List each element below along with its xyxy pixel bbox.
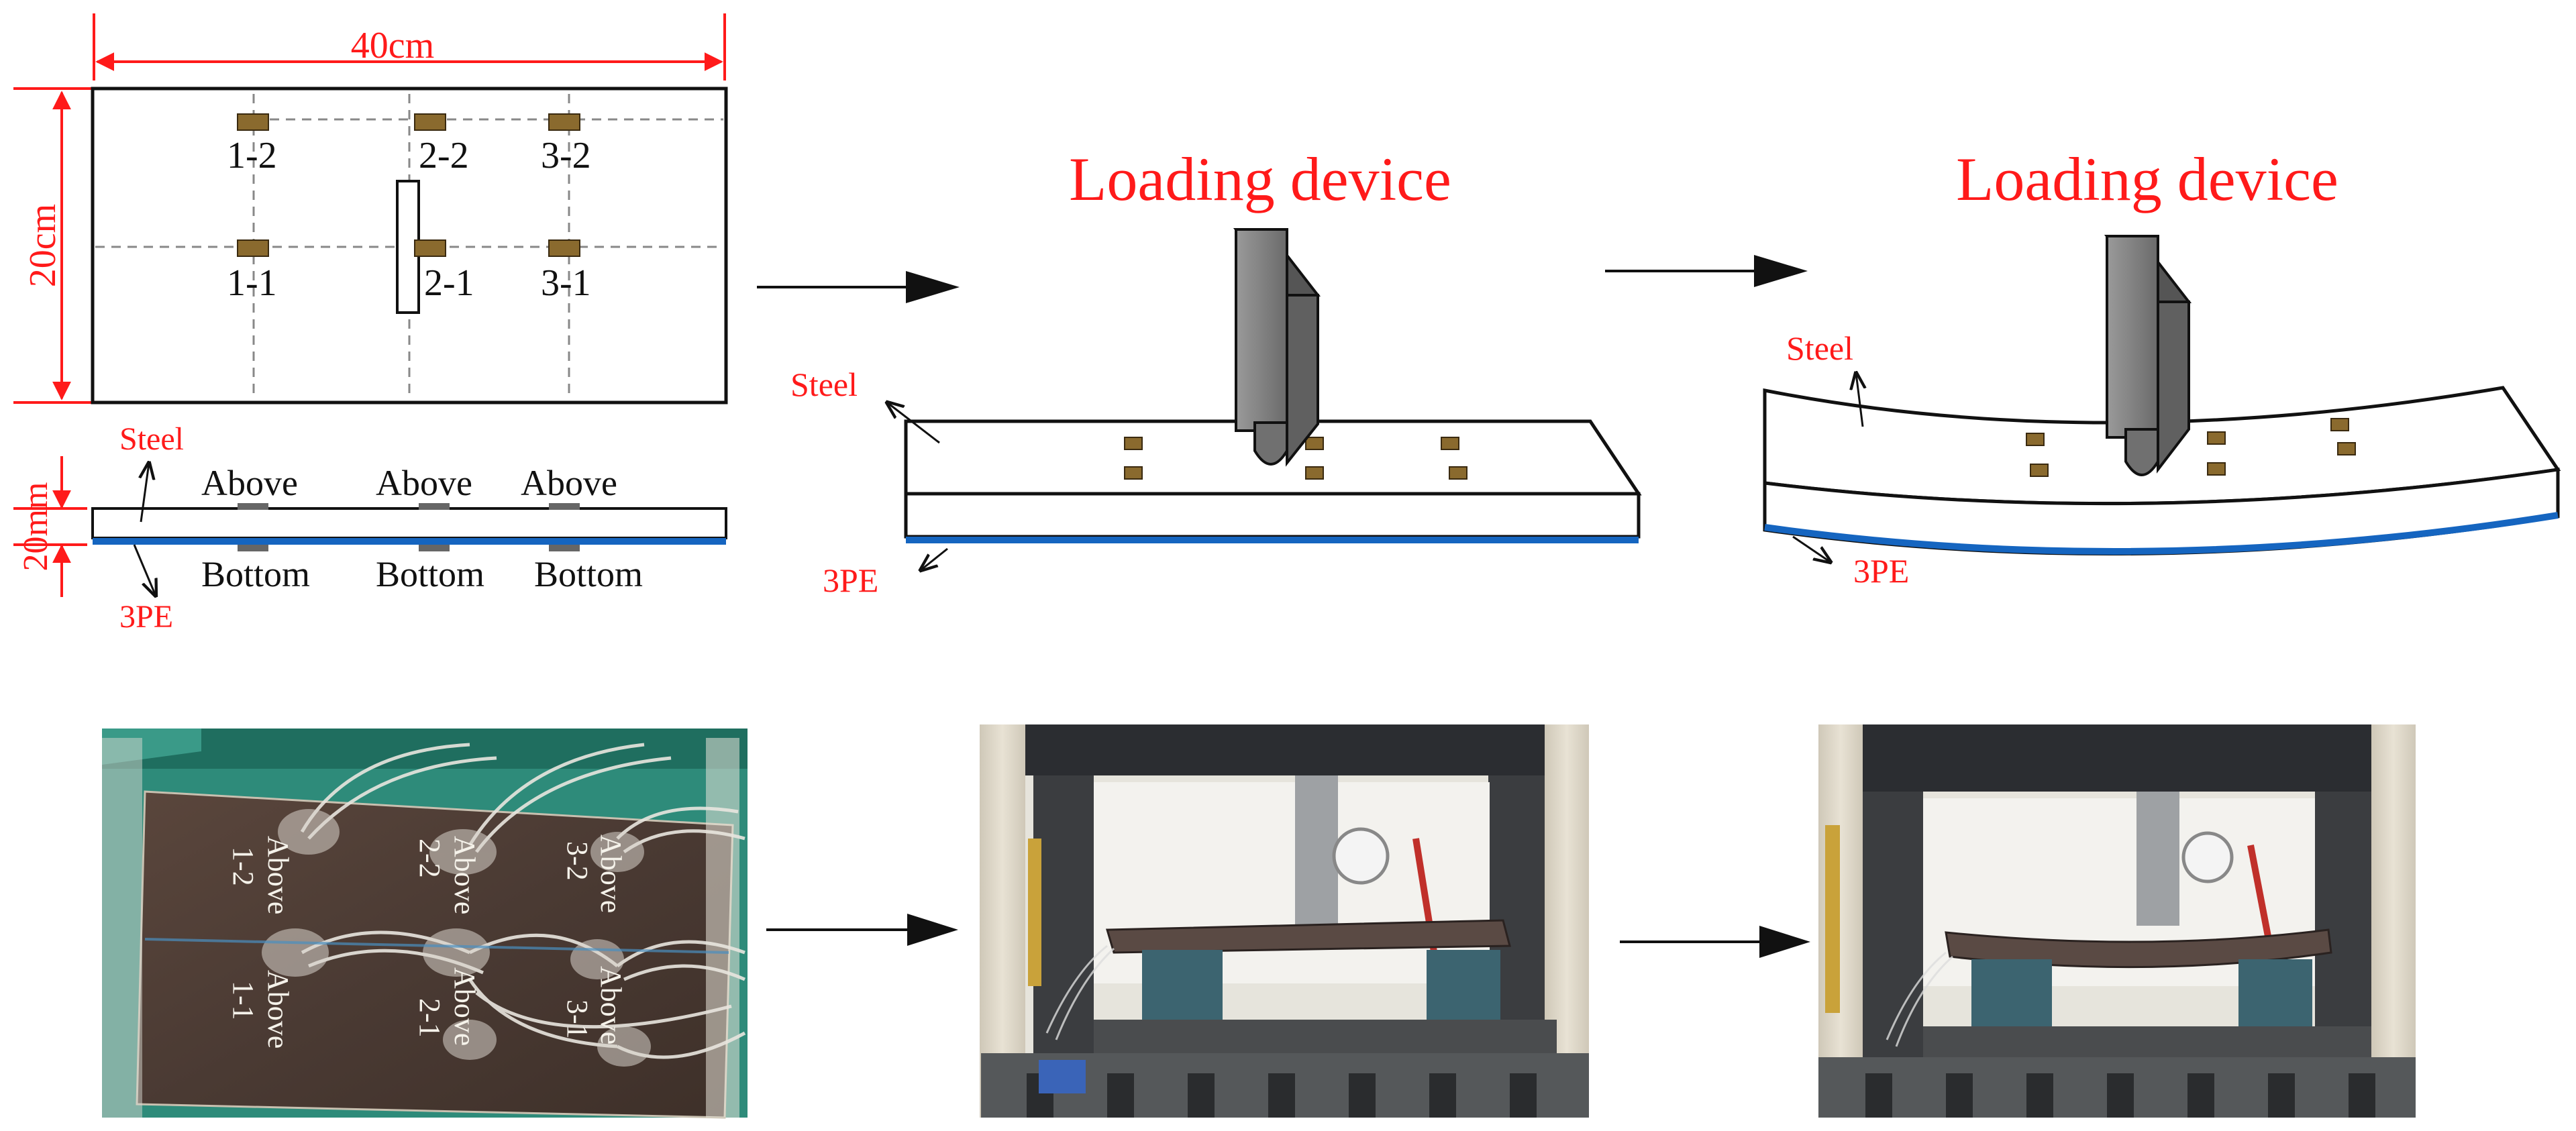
pe-label: 3PE — [1853, 552, 1909, 590]
strain-gauge-icon — [548, 239, 580, 257]
flow-arrows-bottom — [766, 914, 1810, 958]
pe-pointer-arrow — [921, 547, 948, 570]
strain-gauge-icon — [414, 239, 446, 257]
strain-gauge-icon — [549, 503, 580, 510]
pe-layer-section — [93, 538, 726, 545]
gauge-photo-id: 1-2 — [227, 847, 260, 886]
gauge-label: 2-2 — [419, 135, 469, 176]
flow-arrows-top — [757, 255, 1808, 303]
strain-gauge-icon — [1124, 466, 1143, 480]
strain-gauge-icon — [2330, 418, 2349, 431]
steel-plate-front — [904, 492, 1641, 539]
steel-pointer-arrow — [1856, 373, 1863, 427]
plate-outline — [91, 87, 728, 405]
strain-gauge-icon — [2337, 442, 2356, 455]
above-label: Above — [376, 463, 472, 503]
arrow-right-icon — [907, 914, 958, 946]
bottom-label: Bottom — [201, 554, 310, 594]
loading-device-title: Loading device — [1069, 145, 1451, 213]
gauge-photo-side: Above — [262, 970, 295, 1048]
pe-label: 3PE — [823, 561, 878, 599]
gauge-label: 1-1 — [227, 262, 277, 304]
gauge-photo-id: 2-1 — [413, 998, 446, 1038]
loading-device-title: Loading device — [1956, 145, 2338, 213]
loading-stage-flat: Loading device Steel 3PE — [790, 145, 1642, 599]
arrow-right-icon — [1754, 255, 1808, 287]
gauge-photo-id: 3-1 — [561, 1000, 594, 1039]
strain-gauge-icon — [237, 239, 269, 257]
strain-gauges — [237, 113, 580, 257]
bottom-label: Bottom — [376, 554, 484, 594]
pe-pointer-arrow — [1792, 535, 1831, 562]
plan-view: 40cm 20cm 1-2 2-2 3-2 — [13, 13, 728, 405]
pe-layer — [906, 537, 1639, 543]
gauge-photo-side: Above — [448, 967, 481, 1046]
strain-gauge-icon — [238, 503, 268, 510]
gauge-photo-side: Above — [262, 836, 295, 914]
strain-gauge-icon — [549, 545, 580, 551]
gauge-photo-id: 2-2 — [413, 839, 446, 878]
strain-gauge-icon — [1449, 466, 1467, 480]
loading-device-icon — [2104, 235, 2192, 476]
steel-label: Steel — [119, 421, 184, 457]
strain-gauge-icon — [1305, 466, 1324, 480]
machine-photo-flat — [980, 724, 1589, 1118]
strain-gauge-icon — [2026, 433, 2045, 446]
strain-gauge-icon — [1305, 437, 1324, 450]
specimen-photo: 1-2 Above 2-2 Above 3-2 Above 1-1 Above … — [102, 729, 748, 1119]
width-dimension: 40cm — [351, 25, 434, 66]
steel-pointer-arrow — [887, 402, 940, 444]
strain-gauge-icon — [419, 503, 450, 510]
pe-label: 3PE — [119, 599, 173, 635]
gauge-label: 3-1 — [541, 262, 591, 304]
steel-label: Steel — [790, 366, 858, 403]
above-label: Above — [201, 463, 298, 503]
steel-section — [91, 507, 727, 539]
section-view: 20mm Steel 3PE Above Above Above Bottom … — [13, 421, 727, 635]
machine-photo-bent — [1818, 724, 2416, 1118]
strain-gauge-icon — [414, 113, 446, 131]
bottom-label: Bottom — [534, 554, 643, 594]
strain-gauge-icon — [419, 545, 450, 551]
specimen-bent-on-supports — [1945, 928, 2332, 969]
strain-gauge-icon — [2207, 431, 2226, 445]
strain-gauge-icon — [1441, 437, 1459, 450]
above-label: Above — [521, 463, 617, 503]
gauge-label: 3-2 — [541, 135, 591, 176]
arrow-right-icon — [1759, 926, 1810, 958]
strain-gauge-icon — [548, 113, 580, 131]
pe-pointer-arrow — [133, 544, 156, 596]
strain-gauge-icon — [237, 113, 269, 131]
strain-gauge-icon — [2030, 464, 2049, 477]
gauge-photo-id: 3-2 — [561, 841, 594, 881]
height-dimension: 20cm — [22, 204, 64, 287]
arrow-right-icon — [906, 271, 960, 303]
loading-stage-bent: Loading device Steel 3PE — [1763, 145, 2561, 590]
steel-pointer-arrow — [141, 463, 149, 523]
loading-device-icon — [1233, 228, 1321, 467]
gauge-photo-side: Above — [595, 834, 627, 913]
gauge-photo-side: Above — [595, 966, 627, 1044]
gauge-photo-side: Above — [448, 836, 481, 914]
strain-gauge-icon — [1124, 437, 1143, 450]
strain-gauge-icon — [2207, 462, 2226, 476]
steel-label: Steel — [1786, 329, 1853, 367]
pe-layer-bent — [1764, 512, 2559, 555]
strain-gauge-icon — [238, 545, 268, 551]
specimen-on-supports — [1106, 919, 1511, 954]
thickness-dimension: 20mm — [17, 482, 55, 572]
gauge-label: 2-1 — [424, 262, 474, 304]
gauge-photo-id: 1-1 — [227, 981, 260, 1020]
gauge-label: 1-2 — [227, 135, 277, 176]
